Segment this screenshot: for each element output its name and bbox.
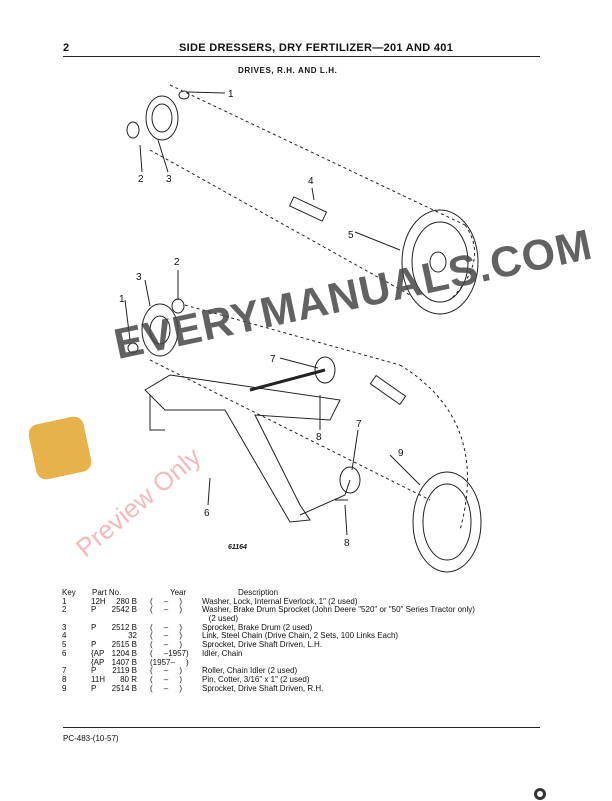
parts-diagram: 1 2 3 4 5 3 2 1 7 8 7 9 6 8 xyxy=(119,84,482,573)
cell-key: 8 xyxy=(62,674,67,684)
callout-7: 7 xyxy=(270,354,276,365)
cell-description: Link, Steel Chain (Drive Chain, 2 Sets, … xyxy=(202,631,399,641)
callout-6: 6 xyxy=(204,508,210,519)
lower-brake-sprocket xyxy=(141,303,179,357)
cell-description: Pin, Cotter, 3/16" x 1" (2 used) xyxy=(202,674,310,684)
cell-number: 2512 B xyxy=(111,622,137,632)
header-description: Description xyxy=(238,588,279,597)
callout-3: 3 xyxy=(136,272,142,283)
callout-9: 9 xyxy=(398,448,404,459)
cell-year: ( – ) xyxy=(150,605,183,615)
cell-key: 2 xyxy=(62,605,67,615)
cell-number: 32 xyxy=(128,631,137,641)
cell-number: 2515 B xyxy=(111,640,137,650)
lower-chain-path xyxy=(149,304,468,531)
cell-prefix: {AP xyxy=(91,648,105,658)
cell-description: Sprocket, Drive Shaft Driven, R.H. xyxy=(202,683,324,693)
cell-key: 6 xyxy=(62,648,67,658)
page-header: 2 SIDE DRESSERS, DRY FERTILIZER—201 AND … xyxy=(63,42,540,57)
cell-year: ( – ) xyxy=(150,683,183,693)
cell-number: 2542 B xyxy=(111,605,137,615)
cell-description: Sprocket, Drive Shaft Driven, L.H. xyxy=(202,640,323,650)
cell-prefix: P xyxy=(91,640,97,650)
cell-description: Roller, Chain Idler (2 used) xyxy=(202,666,298,676)
cell-key: 3 xyxy=(62,622,67,632)
cell-prefix: P xyxy=(91,622,97,632)
header-part-no: Part No. xyxy=(92,588,122,597)
callout-8: 8 xyxy=(344,538,350,549)
callout-7: 7 xyxy=(356,419,362,430)
cell-year: ( – ) xyxy=(150,622,183,632)
idler-roller-upper xyxy=(314,356,336,384)
cell-prefix: P xyxy=(91,683,97,693)
rh-drive-sprocket xyxy=(412,471,482,573)
cell-number: 1407 B xyxy=(111,657,137,667)
header-key: Key xyxy=(62,588,76,597)
idler-roller-lower xyxy=(339,466,361,494)
cell-prefix: 12H xyxy=(91,596,106,606)
cell-key: 4 xyxy=(62,631,67,641)
cell-description: Idler, Chain xyxy=(202,648,243,658)
lh-drive-sprocket xyxy=(401,209,479,315)
watermark-logo xyxy=(26,414,94,482)
cell-year: ( – ) xyxy=(150,674,183,684)
cell-key: 5 xyxy=(62,640,67,650)
section-subtitle: DRIVES, R.H. AND L.H. xyxy=(238,66,338,75)
publication-code: PC-483-(10-57) xyxy=(63,734,119,743)
callout-8: 8 xyxy=(316,432,322,443)
page-title: SIDE DRESSERS, DRY FERTILIZER—201 AND 40… xyxy=(179,42,454,54)
cell-number: 80 R xyxy=(120,674,137,684)
cell-prefix: P xyxy=(91,605,97,615)
cell-prefix: {AP xyxy=(91,657,105,667)
cell-key: 1 xyxy=(62,596,67,606)
cell-prefix: P xyxy=(91,666,97,676)
cell-number: 2514 B xyxy=(111,683,137,693)
cell-year: ( – ) xyxy=(150,666,183,676)
cell-description: Washer, Brake Drum Sprocket (John Deere … xyxy=(202,605,475,615)
callout-1: 1 xyxy=(119,294,125,305)
callout-3: 3 xyxy=(166,174,172,185)
figure-number: 61164 xyxy=(228,544,247,551)
upper-chain-path xyxy=(149,84,476,301)
cell-description: (2 used) xyxy=(202,614,239,624)
chain-idler-frame xyxy=(144,374,341,523)
upper-washer xyxy=(126,121,140,139)
cell-prefix: 11H xyxy=(91,674,106,684)
cell-key: 9 xyxy=(62,683,67,693)
cell-number: 280 B xyxy=(116,596,137,606)
callout-4: 4 xyxy=(308,176,314,187)
cell-description: Sprocket, Brake Drum (2 used) xyxy=(202,622,313,632)
page-number: 2 xyxy=(63,42,70,54)
cell-year: ( – ) xyxy=(150,631,183,641)
chain-link-upper xyxy=(288,196,328,222)
cell-number: 2119 B xyxy=(112,666,137,676)
cell-year: ( – ) xyxy=(150,640,183,650)
cell-number: 1204 B xyxy=(111,648,137,658)
page-footer: PC-483-(10-57) xyxy=(63,727,540,743)
callout-5: 5 xyxy=(348,230,354,241)
chain-link-lower xyxy=(369,374,407,406)
john-deere-logo-icon xyxy=(534,788,546,800)
callout-1: 1 xyxy=(228,89,234,100)
callout-2: 2 xyxy=(174,257,180,268)
header-year: Year xyxy=(170,588,187,597)
upper-lock-washer xyxy=(178,90,190,100)
callout-2: 2 xyxy=(138,174,144,185)
cell-year: ( – ) xyxy=(150,596,183,606)
cell-year: (1957– ) xyxy=(150,657,189,667)
upper-brake-sprocket xyxy=(145,95,179,141)
cell-year: ( –1957) xyxy=(150,648,189,658)
lower-lock-washer xyxy=(127,342,139,354)
cell-description: Washer, Lock, Internal Everlock, 1" (2 u… xyxy=(202,596,358,606)
cell-key: 7 xyxy=(62,666,67,676)
